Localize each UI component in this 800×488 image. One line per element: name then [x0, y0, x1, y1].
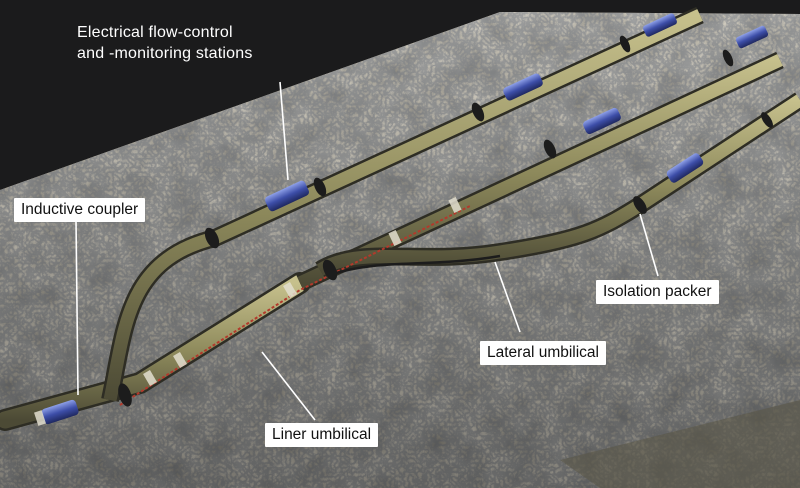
middle-lateral [297, 54, 783, 289]
flow-control-station [735, 25, 769, 49]
inductive-coupler-joint [283, 281, 297, 299]
inductive-coupler-joint [388, 229, 402, 247]
isolation-packer [619, 35, 631, 53]
flow-control-station [264, 180, 310, 212]
liner-umbilical-leader-line [261, 351, 316, 421]
inductive-coupler-joint [34, 410, 46, 426]
upper-lateral [103, 9, 703, 402]
inductive-coupler-joint [173, 351, 187, 369]
stations-label-line2: and -monitoring stations [77, 45, 253, 62]
isolation-packer [471, 102, 485, 122]
stations-label: Electrical flow-control and -monitoring … [77, 22, 253, 64]
isolation-packer [313, 177, 327, 197]
stations-leader-line [279, 81, 289, 181]
liner-umbilical-label: Liner umbilical [265, 423, 379, 447]
isolation-packer-label: Isolation packer [596, 280, 719, 304]
isolation-packer [722, 49, 734, 67]
isolation-packer [633, 196, 647, 214]
flow-control-station [583, 107, 621, 135]
rock-front-face [560, 400, 800, 488]
isolation-packer [543, 139, 557, 159]
inductive-coupler-label: Inductive coupler [14, 198, 146, 222]
lower-lateral [316, 94, 800, 276]
isolation-packer [118, 383, 132, 407]
inductive-coupler-joint [143, 369, 157, 387]
lateral-umbilical-label: Lateral umbilical [480, 341, 606, 365]
inductive-coupler-leader-line [75, 219, 79, 396]
isolation-packer-leader-line [639, 213, 659, 277]
flow-control-station [643, 13, 677, 37]
isolation-packer [204, 227, 220, 249]
flow-control-station [41, 399, 79, 425]
flow-control-station [666, 153, 704, 183]
lateral-umbilical-leader-line [494, 261, 521, 333]
flow-control-station [503, 73, 543, 101]
stations-label-line1: Electrical flow-control [77, 24, 233, 41]
lateral-umbilical-line [329, 254, 501, 277]
inductive-coupler-joint [448, 196, 462, 214]
isolation-packer [761, 112, 773, 128]
isolation-packer [322, 259, 338, 281]
